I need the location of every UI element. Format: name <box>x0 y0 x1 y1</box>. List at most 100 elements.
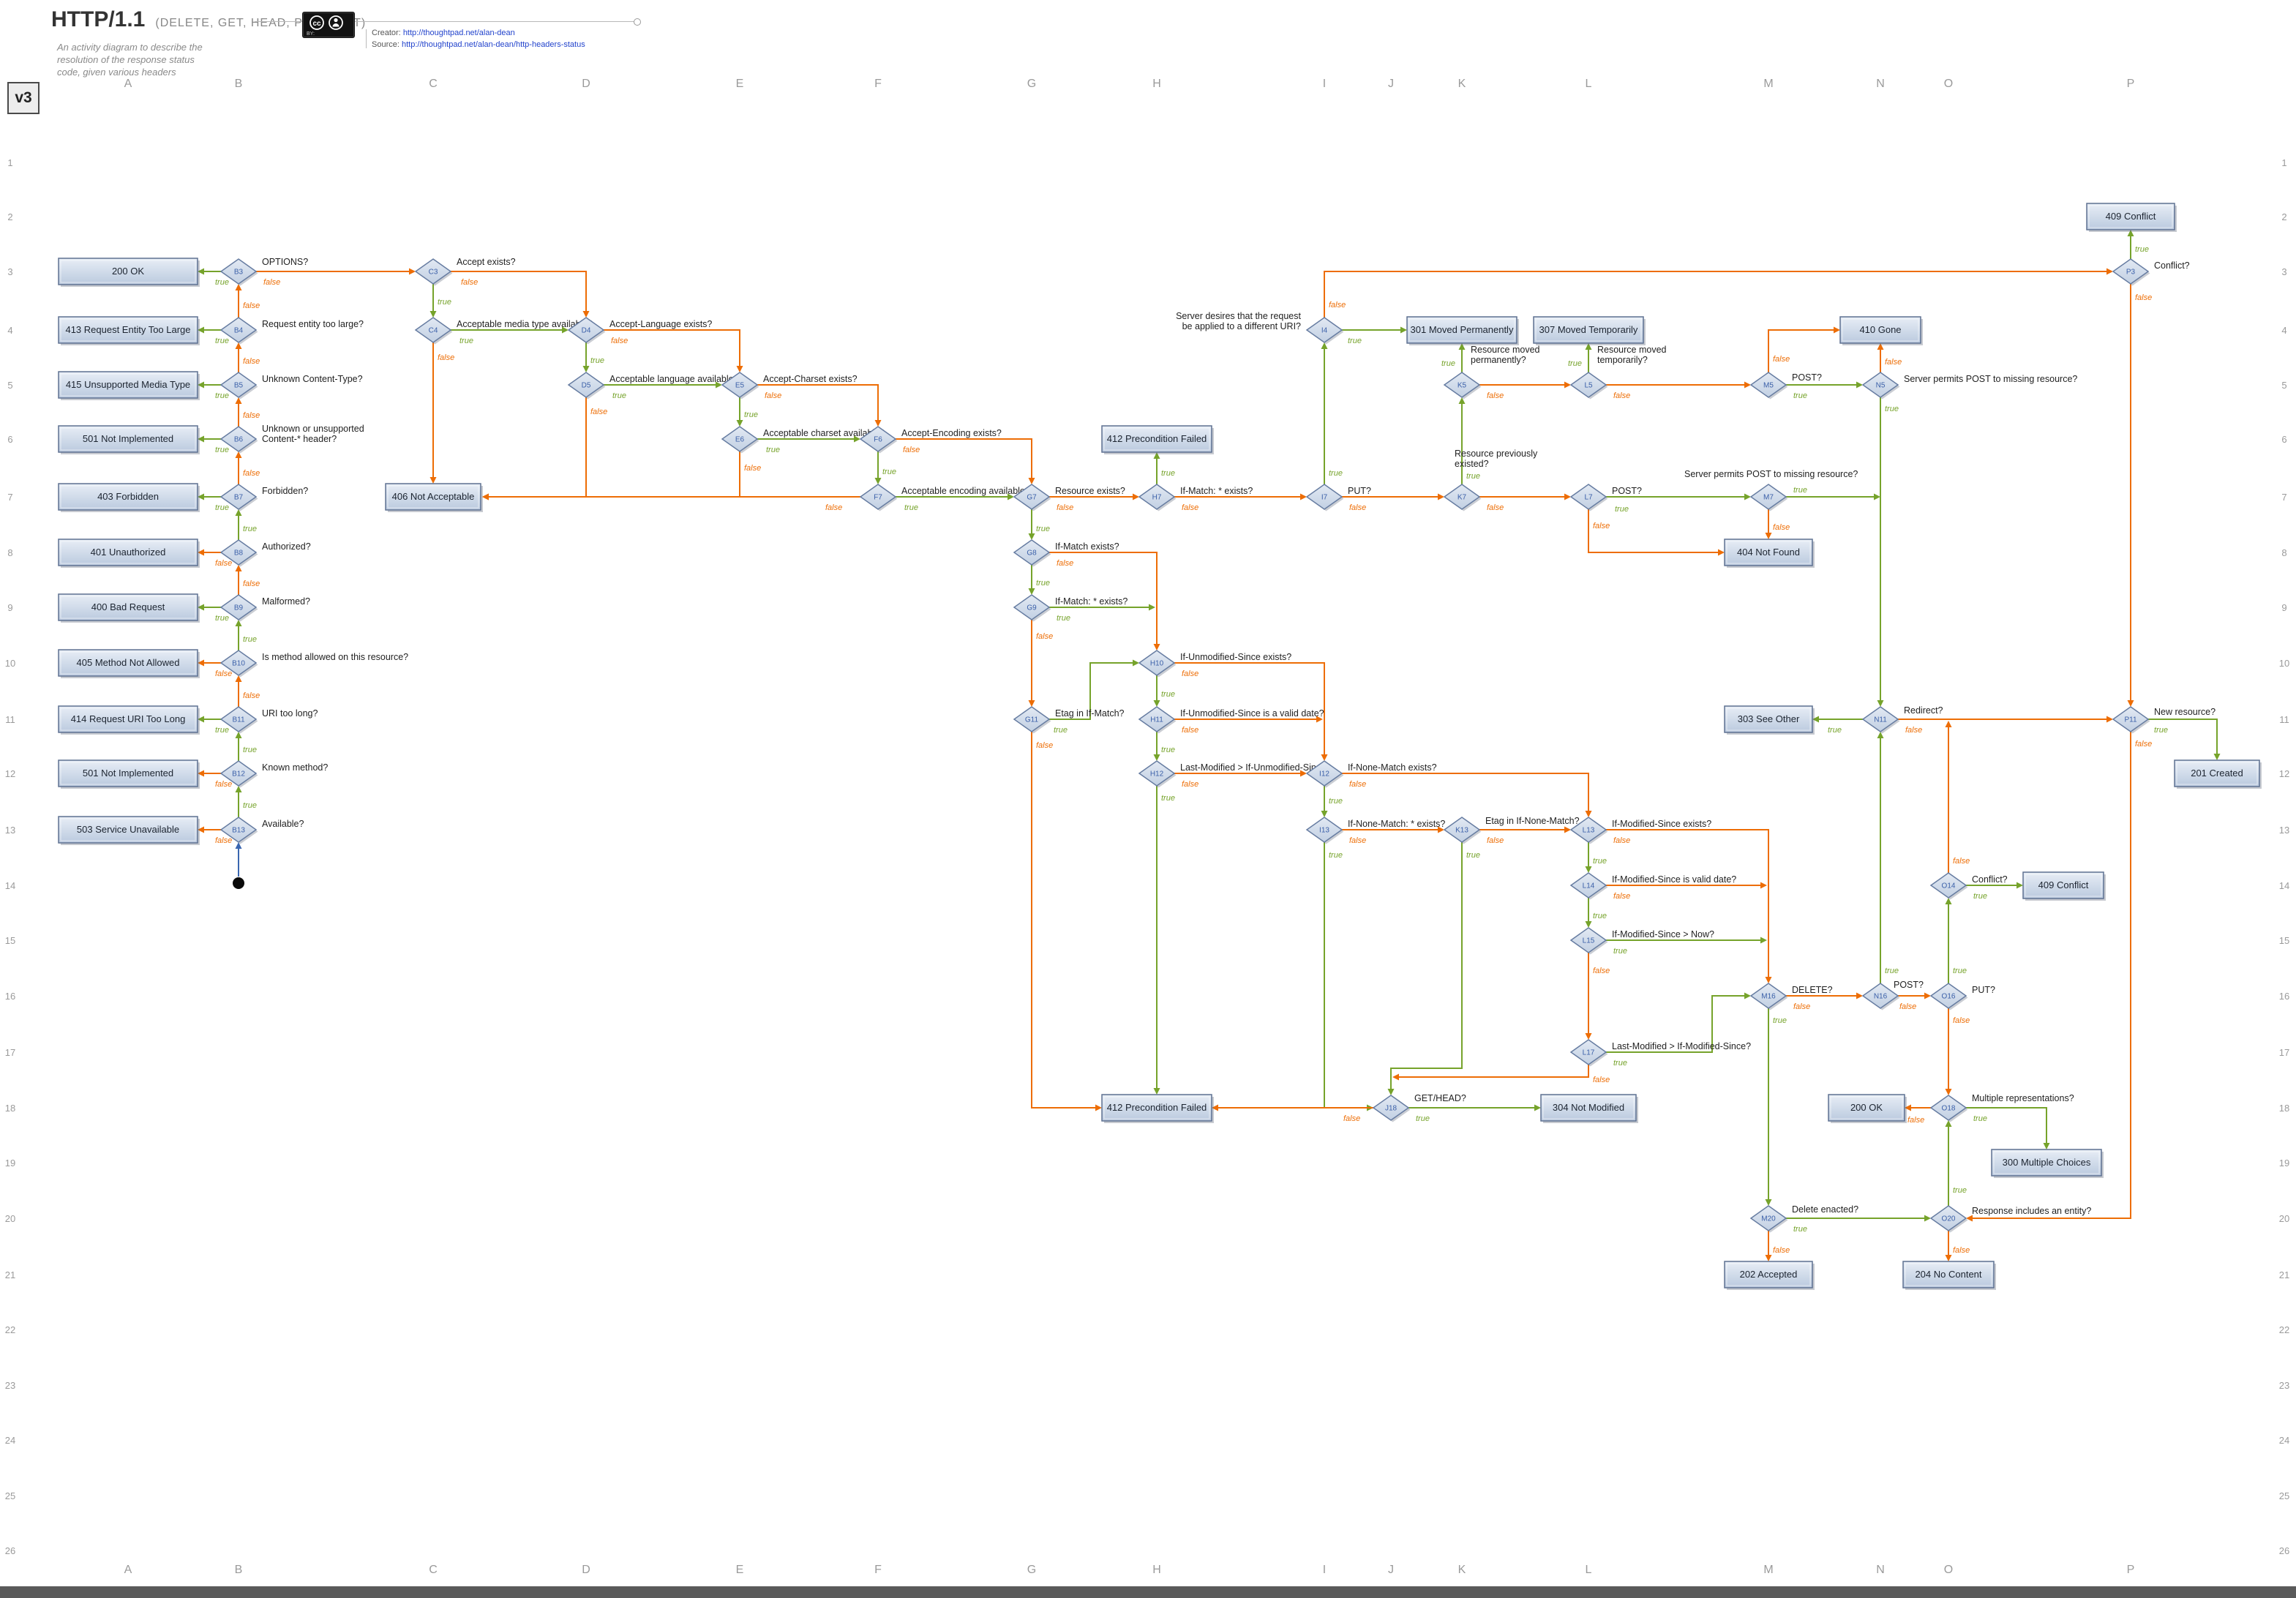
edge-D4-false <box>604 329 743 372</box>
grid-row-label: 16 <box>5 991 15 1002</box>
decision-id: H10 <box>1150 660 1164 668</box>
decision-question: Resource moved <box>1597 345 1667 355</box>
grid-row-label: 13 <box>2279 825 2289 836</box>
decision-question: Unknown or unsupported <box>262 424 364 434</box>
edge-label-true: true <box>1161 690 1175 699</box>
edge-label-true: true <box>1953 967 1967 975</box>
grid-row-label: 26 <box>5 1545 15 1556</box>
decision-question: If-None-Match: * exists? <box>1348 819 1445 829</box>
status-label: 401 Unauthorized <box>91 547 166 558</box>
decision-question: Resource moved <box>1471 345 1540 355</box>
edge-label-true: true <box>1036 525 1050 533</box>
source-link[interactable]: http://thoughtpad.net/alan-dean/http-hea… <box>401 40 585 49</box>
grid-row-label: 2 <box>7 211 12 222</box>
edge-label-false: false <box>438 353 454 362</box>
edge-label-false: false <box>1182 780 1198 789</box>
status-label: 204 No Content <box>1915 1269 1981 1280</box>
edge-label-false: false <box>903 446 920 454</box>
decision-question: Known method? <box>262 762 328 773</box>
grid-column-label: B <box>235 1564 243 1576</box>
creator-row: Creator: http://thoughtpad.net/alan-dean <box>372 27 585 39</box>
edge-label-true: true <box>438 298 451 307</box>
grid-column-label: N <box>1876 78 1885 90</box>
edge-label-true: true <box>1973 892 1987 901</box>
edge-label-true: true <box>243 746 257 754</box>
grid-row-label: 7 <box>7 492 12 503</box>
edge-label-false: false <box>1487 391 1504 400</box>
description-line: code, given various headers <box>57 67 176 78</box>
grid-row-label: 11 <box>2279 714 2289 725</box>
status-node-s409b: 409 Conflict <box>2022 871 2106 901</box>
edge-label-false: false <box>263 278 280 287</box>
grid-row-label: 4 <box>2281 325 2286 336</box>
edge-label-false: false <box>1773 523 1790 532</box>
edge-label-false: false <box>1182 669 1198 678</box>
status-node-s401: 401 Unauthorized <box>58 539 200 568</box>
edge-label-false: false <box>1907 1116 1924 1125</box>
decision-question: If-Unmodified-Since exists? <box>1180 652 1291 662</box>
status-label: 307 Moved Temporarily <box>1539 324 1638 335</box>
creator-link[interactable]: http://thoughtpad.net/alan-dean <box>402 29 515 37</box>
status-label: 304 Not Modified <box>1553 1102 1624 1113</box>
edge-label-false: false <box>825 503 842 512</box>
edge-I4-false <box>1324 268 2113 318</box>
decision-question: New resource? <box>2154 707 2216 717</box>
grid-row-label: 6 <box>2281 434 2286 445</box>
decision-id: B7 <box>234 494 244 502</box>
grid-column-label: M <box>1763 1564 1773 1576</box>
grid-row-label: 23 <box>5 1380 15 1391</box>
grid-row-label: 1 <box>2281 157 2286 168</box>
decision-id: L7 <box>1584 494 1593 502</box>
decision-id: G9 <box>1027 604 1037 612</box>
decision-id: M16 <box>1761 993 1776 1001</box>
decision-question: GET/HEAD? <box>1414 1093 1466 1103</box>
grid-column-label: P <box>2127 1564 2135 1576</box>
decision-question: PUT? <box>1348 486 1371 496</box>
edge-P11-false <box>1966 732 2131 1222</box>
decision-id: F7 <box>874 494 882 502</box>
decision-question: Multiple representations? <box>1972 1093 2074 1103</box>
decision-id: C4 <box>429 327 438 335</box>
grid-row-label: 18 <box>5 1103 15 1114</box>
edge-label-true: true <box>1568 359 1582 368</box>
start-node <box>233 877 244 889</box>
edge-label-true: true <box>2154 726 2168 735</box>
grid-row-label: 20 <box>2279 1213 2289 1224</box>
decision-id: M20 <box>1761 1215 1776 1223</box>
decision-id: O14 <box>1942 882 1956 890</box>
decision-id: L13 <box>1583 827 1595 835</box>
edge-L13-false <box>1606 829 1772 983</box>
grid-row-label: 22 <box>2279 1324 2289 1335</box>
edge-label-true: true <box>1593 912 1607 920</box>
edge-label-false: false <box>1036 632 1053 641</box>
meta-connector-line <box>366 29 367 48</box>
edge-label-false: false <box>590 408 607 416</box>
edge-label-false: false <box>1487 836 1504 845</box>
decision-id: K7 <box>1457 494 1467 502</box>
cc-circle-icon <box>309 15 324 30</box>
grid-column-label: O <box>1944 78 1953 90</box>
status-node-s200b: 200 OK <box>1828 1094 1907 1123</box>
grid-column-label: A <box>124 1564 132 1576</box>
decision-id: H7 <box>1152 494 1162 502</box>
decision-id: E5 <box>735 382 745 390</box>
edge-F6-false <box>896 438 1035 484</box>
status-node-s303: 303 See Other <box>1724 705 1815 735</box>
status-node-s503: 503 Service Unavailable <box>58 816 200 845</box>
edge-label-true: true <box>1793 391 1807 400</box>
grid-column-label: P <box>2127 78 2135 90</box>
decision-id: L14 <box>1583 882 1595 890</box>
status-node-s414: 414 Request URI Too Long <box>58 705 200 735</box>
title-text: HTTP/1.1 <box>51 7 146 31</box>
decision-question: Conflict? <box>2154 260 2190 271</box>
status-node-s300: 300 Multiple Choices <box>1991 1149 2104 1178</box>
